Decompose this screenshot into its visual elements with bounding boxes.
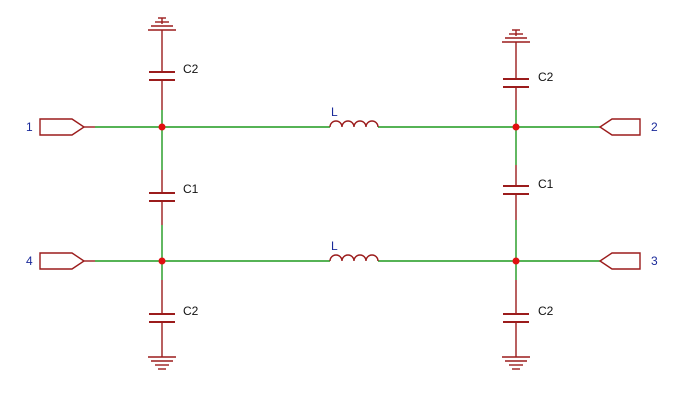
label-c1-right: C1 <box>538 177 554 191</box>
junction-node <box>158 123 166 131</box>
label-c2-top-left: C2 <box>183 62 199 76</box>
label-c1-left: C1 <box>183 182 199 196</box>
capacitor-c2-top-left <box>149 30 175 110</box>
label-l-top: L <box>331 105 338 119</box>
port-1-connector[interactable] <box>39 118 86 136</box>
label-c2-bottom-left: C2 <box>183 304 199 318</box>
ground-top-left <box>148 17 176 31</box>
port-4-label: 4 <box>26 254 33 268</box>
capacitor-c1-left <box>149 170 175 225</box>
port-2-label: 2 <box>651 120 658 134</box>
junction-node <box>158 257 166 265</box>
port-4-connector[interactable] <box>39 252 86 270</box>
junction-node <box>512 257 520 265</box>
label-c2-bottom-right: C2 <box>538 304 554 318</box>
port-1-label: 1 <box>26 120 33 134</box>
junction-node <box>512 123 520 131</box>
inductor-l-bottom <box>329 254 379 262</box>
inductor-l-top <box>329 120 379 128</box>
label-l-bottom: L <box>331 239 338 253</box>
capacitor-c2-bottom-left <box>149 280 175 357</box>
port-3-label: 3 <box>651 254 658 268</box>
capacitor-c2-bottom-right <box>503 280 529 357</box>
port-3-connector[interactable] <box>598 252 641 270</box>
ground-top-right <box>502 29 530 43</box>
ground-bottom-left <box>148 356 176 370</box>
port-2-connector[interactable] <box>598 118 641 136</box>
label-c2-top-right: C2 <box>538 70 554 84</box>
capacitor-c1-right <box>503 165 529 220</box>
ground-bottom-right <box>502 356 530 370</box>
capacitor-c2-top-right <box>503 42 529 110</box>
